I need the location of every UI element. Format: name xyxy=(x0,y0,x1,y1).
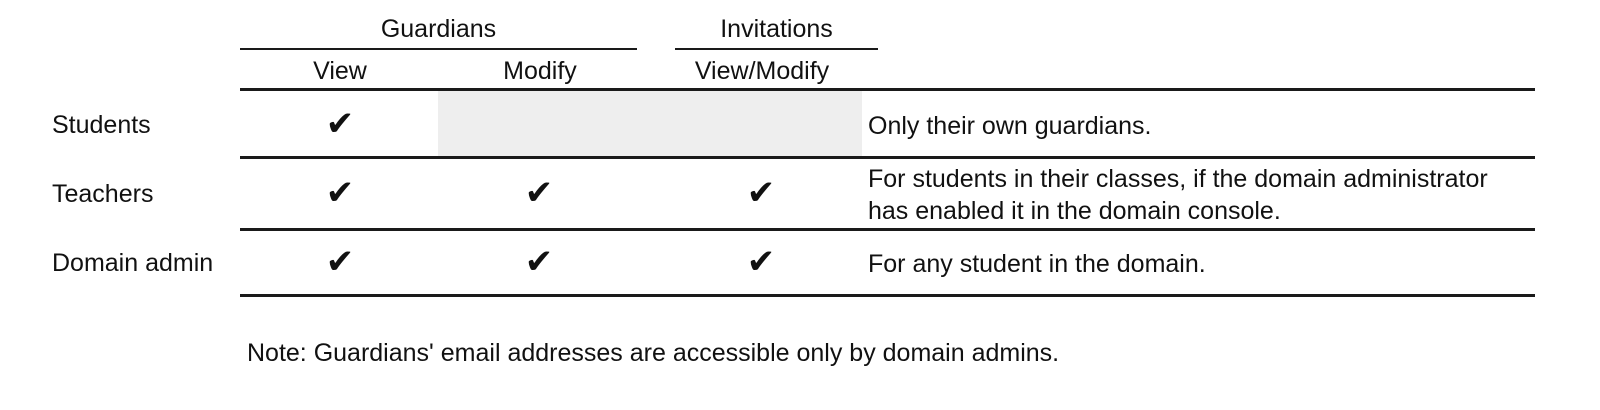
check-icon-domain-admin-guardians-view: ✔ xyxy=(325,242,355,282)
row-label-students: Students xyxy=(52,111,151,139)
row-label-teachers: Teachers xyxy=(52,180,154,208)
description-teachers: For students in their classes, if the do… xyxy=(868,163,1528,227)
row-rule-after-students xyxy=(240,156,1535,159)
description-line: For students in their classes, if the do… xyxy=(868,165,1488,193)
row-rule-after-teachers xyxy=(240,228,1535,231)
table-head-rule xyxy=(240,88,1535,91)
table-bottom-rule xyxy=(240,294,1535,297)
check-icon-teachers-guardians-view: ✔ xyxy=(325,173,355,213)
row-label-domain-admin: Domain admin xyxy=(52,249,214,277)
check-icon-domain-admin-guardians-modify: ✔ xyxy=(524,242,554,282)
cell-students-modify-disabled xyxy=(438,91,862,156)
column-header-view-modify: View/Modify xyxy=(694,57,830,85)
description-line: For any student in the domain. xyxy=(868,250,1206,278)
table-note: Note: Guardians' email addresses are acc… xyxy=(247,339,1060,367)
description-domain-admin: For any student in the domain. xyxy=(868,248,1528,280)
column-header-modify: Modify xyxy=(503,57,577,85)
check-icon-students-guardians-view: ✔ xyxy=(325,104,355,144)
description-students: Only their own guardians. xyxy=(868,110,1528,142)
check-icon-teachers-invitations-view-modify: ✔ xyxy=(746,173,776,213)
column-group-header-invitations: Invitations xyxy=(720,15,833,43)
description-line: Only their own guardians. xyxy=(868,112,1152,140)
column-header-view: View xyxy=(313,57,367,85)
check-icon-domain-admin-invitations-view-modify: ✔ xyxy=(746,242,776,282)
check-icon-teachers-guardians-modify: ✔ xyxy=(524,173,554,213)
column-group-header-guardians: Guardians xyxy=(380,15,497,43)
description-line: has enabled it in the domain console. xyxy=(868,197,1281,225)
group-rule-guardians xyxy=(240,48,637,50)
group-rule-invitations xyxy=(675,48,878,50)
